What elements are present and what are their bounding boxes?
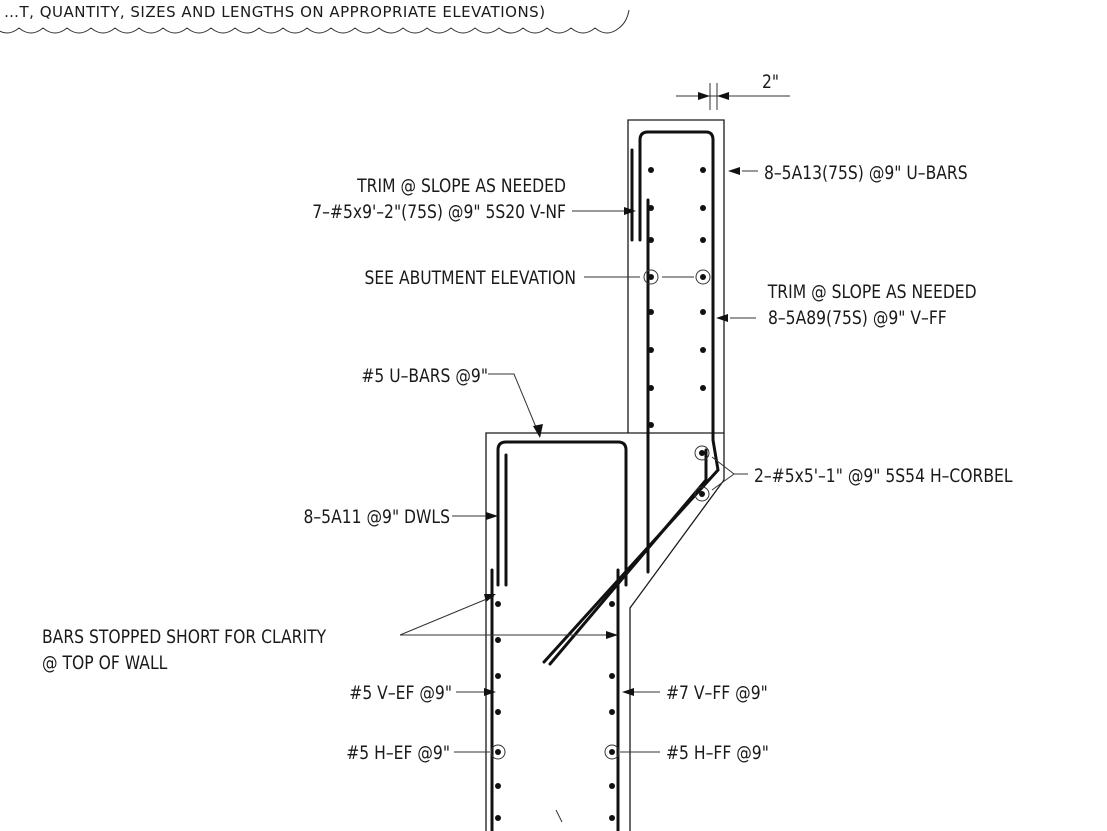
upper-wall-outline bbox=[627, 119, 725, 480]
label-u-bars-top: 8–5A13(75S) @9" U–BARS bbox=[764, 163, 968, 185]
rebar-dots bbox=[490, 167, 711, 821]
inclined-bars bbox=[542, 198, 720, 666]
label-trim-left-1: TRIM @ SLOPE AS NEEDED bbox=[356, 176, 566, 198]
label-stopped-2: @ TOP OF WALL bbox=[42, 653, 168, 675]
label-v-ff: #7 V–FF @9" bbox=[666, 683, 768, 705]
dimension-label: 2" bbox=[762, 72, 779, 94]
label-u-bars-5: #5 U–BARS @9" bbox=[361, 366, 488, 388]
label-dwls: 8–5A11 @9" DWLS bbox=[303, 507, 450, 529]
lower-wall-bars bbox=[490, 568, 620, 831]
leader-lines bbox=[399, 167, 758, 823]
lower-wall-outline bbox=[485, 432, 725, 831]
header-note: …T, QUANTITY, SIZES AND LENGTHS ON APPRO… bbox=[4, 3, 546, 21]
lower-u-bar bbox=[496, 440, 628, 587]
dimension-2in: 2" bbox=[676, 72, 790, 110]
label-v-ef: #5 V–EF @9" bbox=[349, 683, 452, 705]
label-h-ef: #5 H–EF @9" bbox=[346, 743, 450, 765]
label-h-ff: #5 H–FF @9" bbox=[666, 743, 769, 765]
label-see-abutment: SEE ABUTMENT ELEVATION bbox=[364, 268, 576, 290]
label-trim-left-2: 7–#5x9'–2"(75S) @9" 5S20 V-NF bbox=[312, 202, 566, 224]
header-note-cloud: …T, QUANTITY, SIZES AND LENGTHS ON APPRO… bbox=[0, 3, 630, 34]
label-trim-right-2: 8–5A89(75S) @9" V–FF bbox=[768, 308, 947, 330]
upper-u-bar bbox=[630, 130, 715, 442]
label-trim-right-1: TRIM @ SLOPE AS NEEDED bbox=[767, 282, 977, 304]
label-stopped-1: BARS STOPPED SHORT FOR CLARITY bbox=[42, 627, 326, 649]
label-corbel: 2–#5x5'–1" @9" 5S54 H–CORBEL bbox=[754, 466, 1013, 488]
